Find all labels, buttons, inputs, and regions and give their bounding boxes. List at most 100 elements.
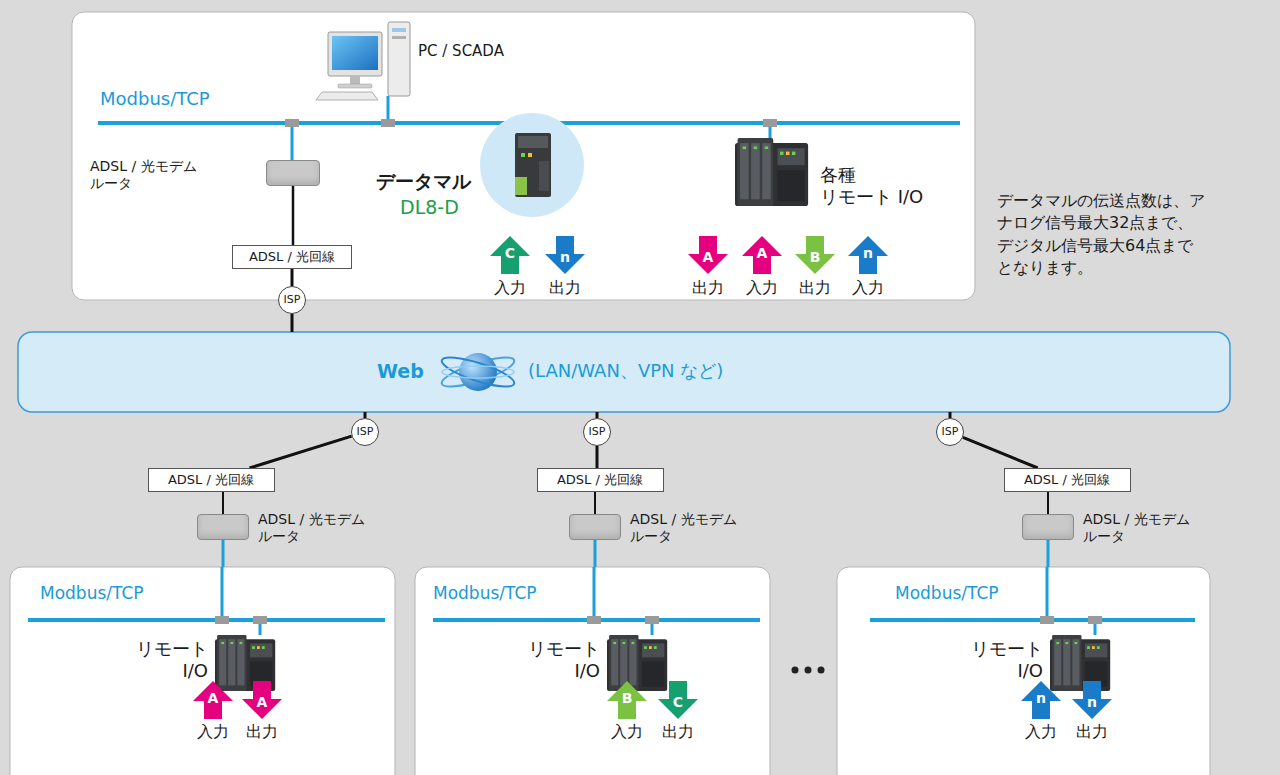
- node-label: ADSL / 光回線: [168, 472, 254, 488]
- signal-letter: A: [757, 245, 768, 262]
- node-label: 各種 リモート I/O: [820, 164, 932, 207]
- node-label: ADSL / 光モデム ルータ: [1083, 511, 1201, 545]
- node-label: ISP: [357, 425, 374, 438]
- remote-io-device: [735, 138, 808, 206]
- remote-io-device: [1050, 635, 1110, 691]
- network-link: [222, 540, 225, 567]
- signal-letter: A: [257, 694, 268, 711]
- node-label: Web: [377, 360, 424, 383]
- line-box: ADSL / 光回線: [1004, 468, 1131, 492]
- io-label: 出力: [692, 278, 724, 297]
- network-link: [291, 314, 294, 332]
- node-label: Modbus/TCP: [895, 583, 999, 603]
- node-label: ADSL / 光回線: [249, 249, 335, 265]
- continuation-dots: [792, 667, 825, 674]
- node-label: データマル: [376, 170, 471, 193]
- node-label: ADSL / 光モデム ルータ: [90, 158, 208, 192]
- node-label: ISP: [589, 425, 606, 438]
- signal-arrow: [193, 236, 1112, 719]
- signal-letter: A: [208, 690, 219, 707]
- network-link: [1047, 492, 1049, 514]
- site-panel: Modbus/TCP リモート I/O: [837, 567, 1210, 775]
- signal-letter: n: [560, 249, 570, 266]
- io-label: 入力: [1025, 722, 1057, 741]
- io-label: 出力: [549, 278, 581, 297]
- network-link: [292, 186, 295, 245]
- remote-io-node: リモート I/O: [955, 636, 1045, 686]
- signal-letter: C: [505, 245, 515, 262]
- site-panel: Modbus/TCP リモート I/O: [415, 567, 770, 775]
- isp-circle: ISP: [936, 418, 964, 446]
- site-panel: Modbus/TCP PC / SCADA ADSL / 光モデム ルータ ADSL …: [72, 12, 975, 300]
- router-box: [197, 514, 249, 540]
- remote-io-node: リモート I/O: [512, 636, 602, 686]
- signal-letter: n: [1036, 690, 1046, 707]
- node-sublabel: DL8-D: [400, 196, 459, 219]
- line-box: ADSL / 光回線: [537, 468, 664, 492]
- node-label: ADSL / 光回線: [1024, 472, 1110, 488]
- io-label: 入力: [611, 722, 643, 741]
- network-link: [594, 492, 596, 514]
- signal-letter: B: [622, 690, 633, 707]
- io-label: 入力: [197, 722, 229, 741]
- network-link: [963, 437, 1038, 468]
- globe-icon: [439, 352, 517, 393]
- io-label: 入力: [852, 278, 884, 297]
- router-node: ADSL / 光モデム ルータ: [1021, 510, 1211, 556]
- highlight-circle: [480, 113, 584, 217]
- node-sublabel: (LAN/WAN、VPN など): [528, 360, 723, 382]
- line-box: ADSL / 光回線: [148, 468, 275, 492]
- web-band: [18, 332, 1230, 412]
- signal-letter: B: [810, 249, 821, 266]
- network-link: [250, 436, 352, 468]
- io-label: 入力: [494, 278, 526, 297]
- line-box: ADSL / 光回線: [232, 245, 352, 269]
- node-label: Modbus/TCP: [40, 583, 144, 603]
- web-band: Web (LAN/WAN、VPN など): [18, 332, 1230, 412]
- node-label: PC / SCADA: [418, 42, 504, 60]
- site-panel: [415, 567, 770, 775]
- router-box: [266, 160, 320, 186]
- node-label: Modbus/TCP: [100, 88, 210, 110]
- site-panel: Modbus/TCP リモート I/O: [10, 567, 395, 775]
- router-node: ADSL / 光モデム ルータ: [568, 510, 748, 556]
- router-node: ADSL / 光モデム ルータ: [196, 510, 376, 556]
- modbus-bus: [28, 96, 1195, 635]
- router-node: ADSL / 光モデム ルータ: [88, 156, 320, 202]
- datamall-device: [515, 133, 551, 197]
- isp-circle: ISP: [583, 418, 611, 446]
- node-label: リモート I/O: [959, 638, 1043, 681]
- router-box: [569, 514, 621, 540]
- node-label: Modbus/TCP: [433, 583, 537, 603]
- site-panel: [10, 567, 395, 775]
- io-label: 出力: [246, 722, 278, 741]
- node-label: ISP: [284, 293, 301, 306]
- network-link: [596, 446, 599, 468]
- router-box: [1022, 514, 1074, 540]
- remote-io-node: リモート I/O: [120, 636, 210, 686]
- network-link: [291, 269, 294, 286]
- note-text: データマルの伝送点数は、アナログ信号最大32点まで、デジタル信号最大64点までと…: [997, 190, 1207, 280]
- signal-letter: A: [703, 249, 714, 266]
- signal-letter: C: [673, 694, 683, 711]
- node-label: リモート I/O: [124, 638, 208, 681]
- site-panel: [837, 567, 1210, 775]
- node-label: ADSL / 光回線: [557, 472, 643, 488]
- node-label: ADSL / 光モデム ルータ: [258, 511, 376, 545]
- signal-letter: n: [1087, 694, 1097, 711]
- network-link: [222, 492, 224, 514]
- signal-letter: n: [863, 245, 873, 262]
- io-label: 出力: [662, 722, 694, 741]
- datamall-node: データマル DL8-D: [374, 168, 494, 224]
- isp-circle: ISP: [351, 418, 379, 446]
- remote-io-node: 各種 リモート I/O: [818, 162, 932, 212]
- node-label: ISP: [942, 425, 959, 438]
- pc-icon: [316, 22, 410, 100]
- network-link: [1047, 540, 1050, 567]
- pc-node: PC / SCADA: [416, 40, 526, 64]
- io-label: 入力: [746, 278, 778, 297]
- node-label: リモート I/O: [516, 638, 600, 681]
- io-label: 出力: [1076, 722, 1108, 741]
